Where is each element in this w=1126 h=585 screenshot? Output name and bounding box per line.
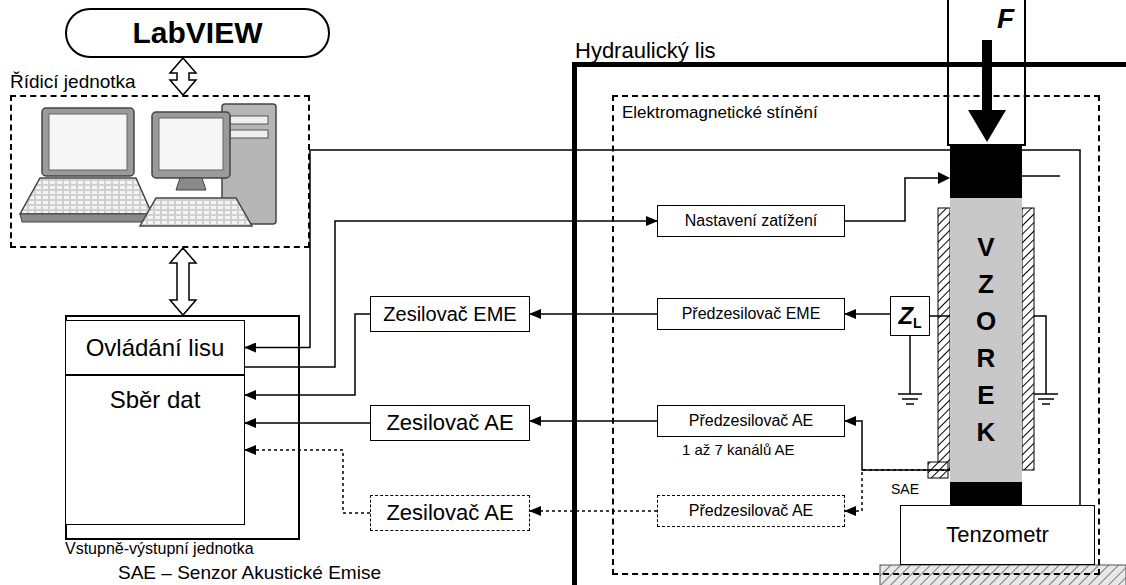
software-box: LabVIEW (65, 8, 330, 58)
force-label: F (997, 4, 1014, 35)
load-wire (845, 172, 950, 221)
node-text: Hydraulický lis (575, 38, 716, 63)
connector (245, 221, 657, 367)
control-unit-group: Řídicí jednotka (10, 95, 310, 248)
node-text: Zesilovač EME (383, 303, 516, 326)
desktop-icon (140, 104, 276, 226)
connector (245, 314, 370, 395)
node-text: Tenzometr (946, 522, 1049, 547)
preamp-box: Předzesilovač AE (657, 405, 845, 437)
node-text: Ovládání lisu (86, 334, 225, 362)
electrode (1022, 208, 1034, 470)
node-text: Zesilovač AE (386, 500, 513, 525)
preamp-box: Předzesilovač EME (657, 298, 845, 330)
connector (245, 422, 370, 424)
impedance-box: ZL (890, 296, 930, 336)
node-text: Elektromagnetické stínění (622, 103, 818, 123)
legend-note: SAE – Senzor Akustické Emise (118, 563, 381, 584)
hollow-arrow (170, 58, 196, 95)
amplifier-box: Zesilovač EME (370, 296, 530, 332)
specimen: VZOREK (950, 198, 1022, 482)
strain-gauge-box: Tenzometr (900, 505, 1095, 565)
connector (845, 313, 890, 315)
connector (930, 315, 950, 317)
node-text: LabVIEW (132, 16, 262, 51)
connector (530, 313, 657, 315)
laptop-icon (20, 108, 152, 222)
connector (245, 450, 370, 513)
process-box: Sběr dat (65, 375, 245, 525)
connector (245, 150, 1080, 505)
node-text: Vstupně-výstupní jednotka (65, 540, 254, 558)
shield-region: Elektromagnetické stíněníNastavení zatíž… (612, 95, 1100, 575)
amplifier-box: Zesilovač AE (370, 405, 530, 441)
node-text: Sběr dat (110, 386, 201, 414)
node-text: Zesilovač AE (386, 410, 513, 435)
amplifier-box: Zesilovač AE (370, 495, 530, 531)
electrode (938, 208, 950, 470)
node-text: Předzesilovač EME (682, 305, 821, 323)
hollow-arrow (170, 248, 196, 315)
node-text: Předzesilovač AE (689, 412, 814, 430)
press-base (880, 565, 1126, 585)
io-unit-group: Vstupně-výstupní jednotkaOvládání lisuSb… (65, 315, 300, 540)
connector (530, 510, 657, 512)
press-frame: Hydraulický lisElektromagnetické stínění… (572, 62, 1126, 585)
press-piston (948, 0, 1025, 505)
node-text: L (913, 315, 922, 331)
preamp-box: Předzesilovač AE (657, 495, 845, 527)
process-box: Nastavení zatížení (657, 205, 845, 237)
process-box: Ovládání lisu (65, 320, 245, 375)
node-text: VZOREK (973, 229, 999, 450)
connector (845, 421, 950, 470)
sensor-label: SAE (891, 482, 919, 497)
node-text: Předzesilovač AE (689, 502, 814, 520)
connector (530, 420, 657, 422)
channel-note: 1 až 7 kanálů AE (682, 442, 795, 459)
node-text: Řídicí jednotka (10, 71, 136, 93)
node-text: Nastavení zatížení (685, 212, 818, 230)
node-text: Z (898, 302, 913, 330)
